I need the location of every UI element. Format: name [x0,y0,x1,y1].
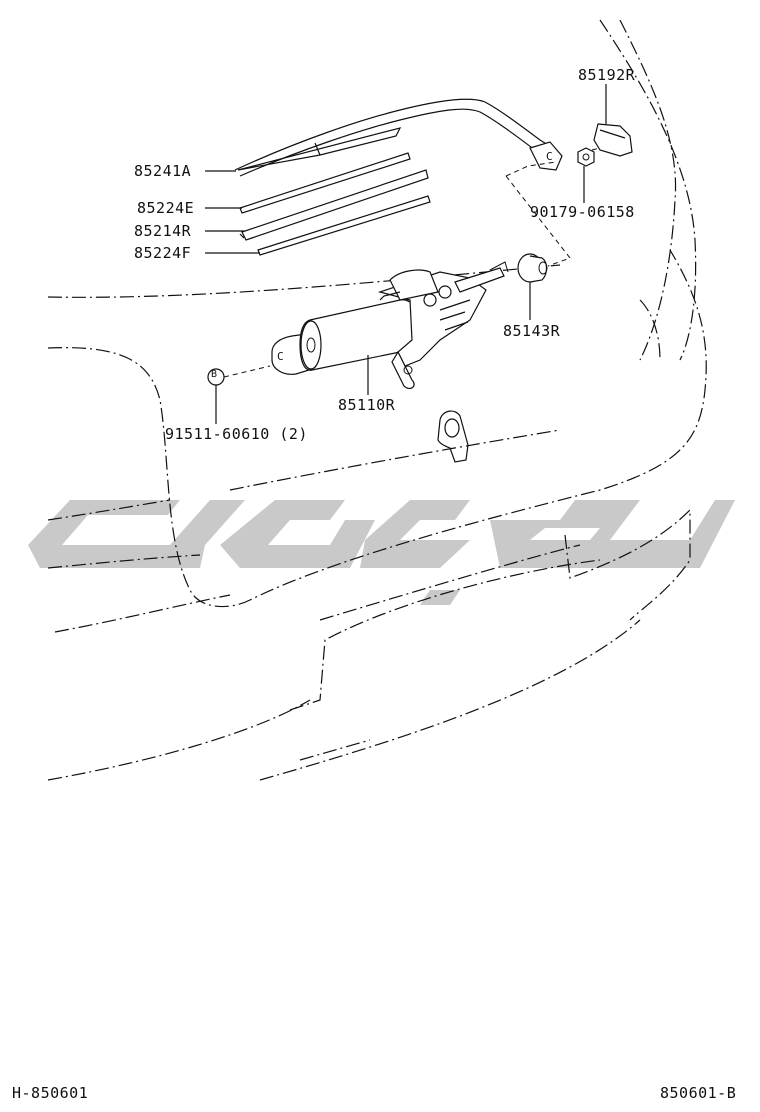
label-90179-06158: 90179-06158 [530,203,635,221]
footer-left-code: H-850601 [12,1084,89,1102]
marker-b: B [211,369,218,380]
marker-c-motor: C [277,350,285,363]
leader-lines [205,84,607,424]
wiper-strips [239,152,431,256]
rear-handle [437,410,469,463]
reference-lines [223,147,601,378]
label-85214R: 85214R [134,222,192,240]
label-85110R: 85110R [338,396,396,414]
label-91511-60610: 91511-60610 (2) [165,425,308,443]
nut [577,147,595,167]
marker-c-arm: C [546,150,554,163]
label-85143R: 85143R [503,322,561,340]
label-85192R: 85192R [578,66,636,84]
wiper-motor [271,261,509,390]
pivot-cap [593,123,633,157]
grommet [517,253,548,283]
label-85241A: 85241A [134,162,192,180]
footer-right-code: 850601-B [660,1084,737,1102]
wiper-arm [234,98,563,177]
label-85224F: 85224F [134,244,192,262]
label-85224E: 85224E [137,199,195,217]
watermark [28,500,735,605]
